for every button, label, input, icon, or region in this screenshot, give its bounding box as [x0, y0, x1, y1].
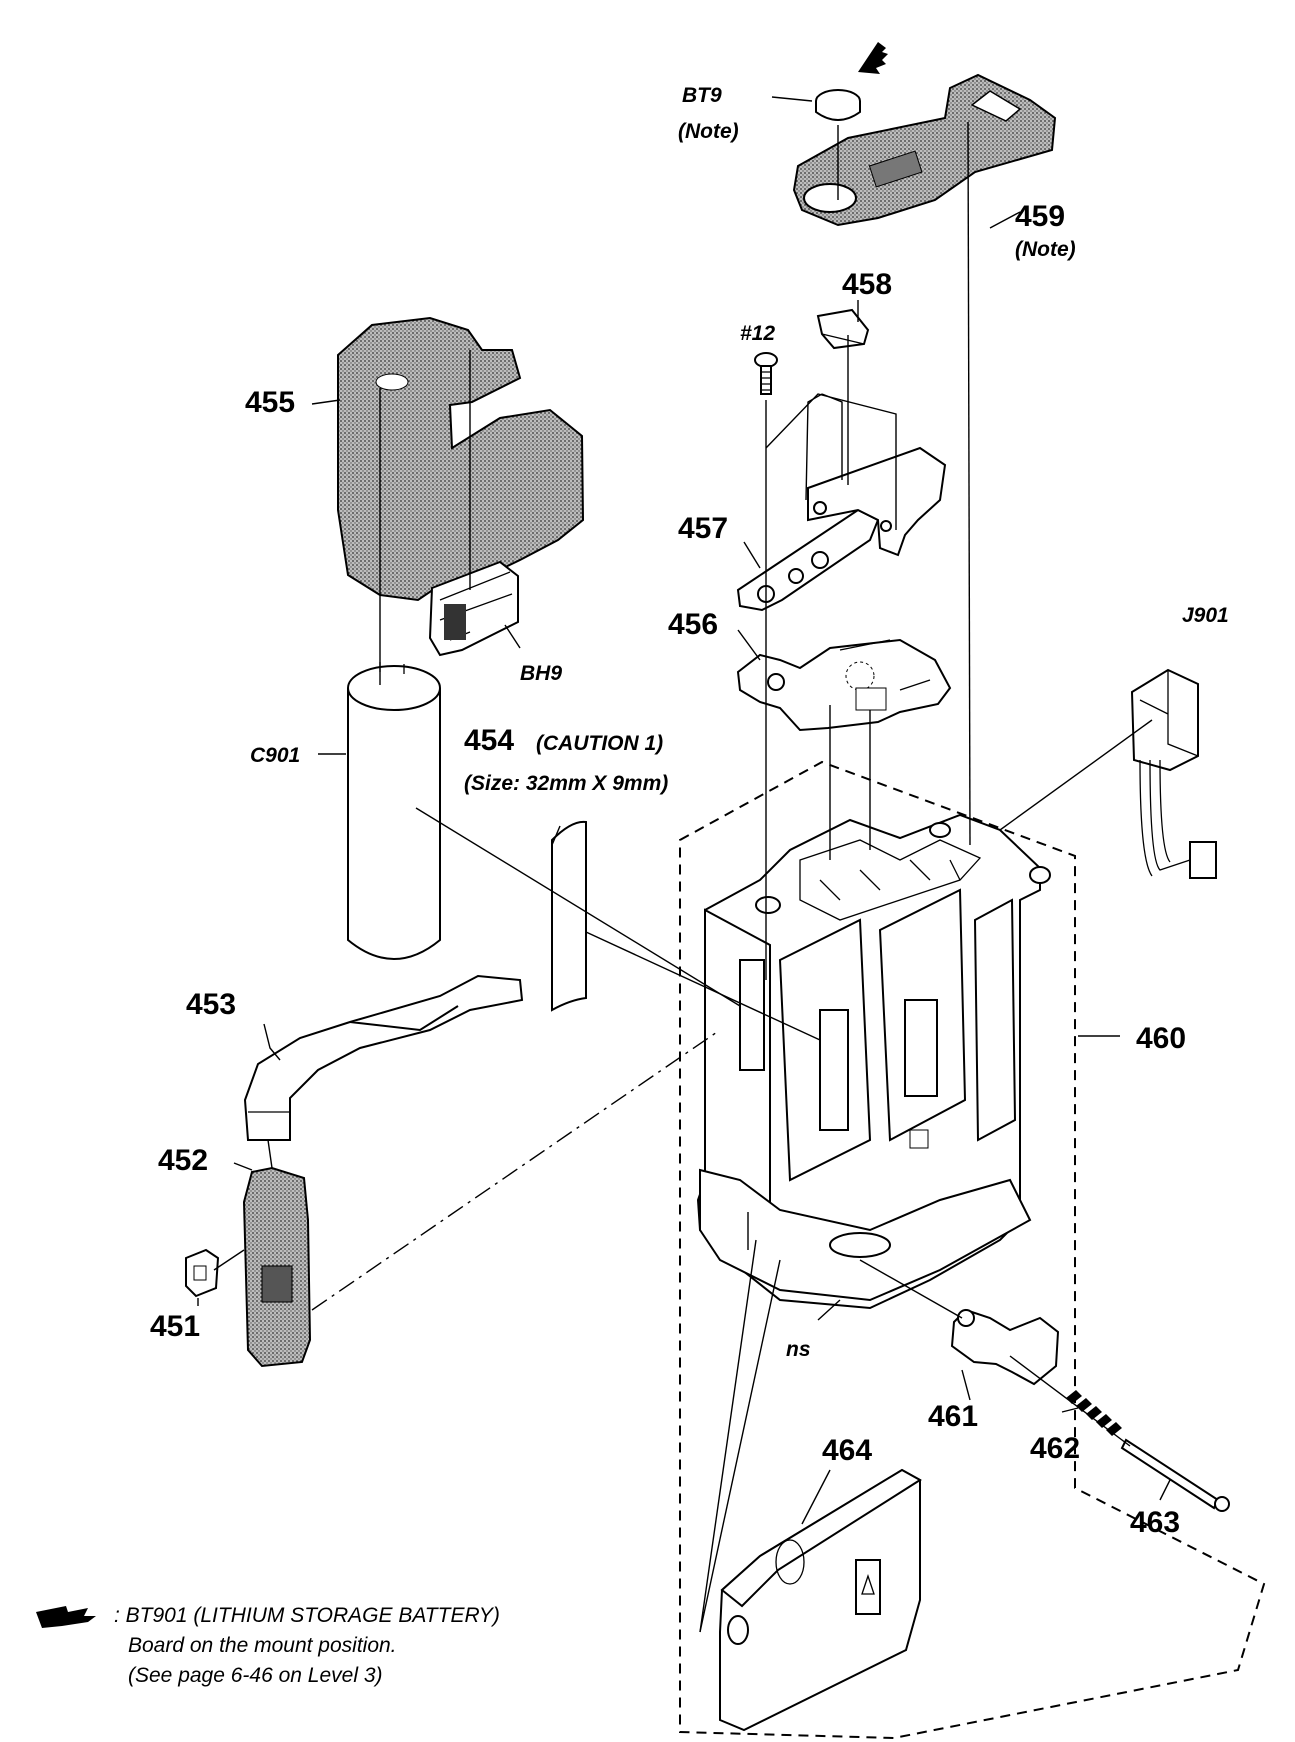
label-454: 454 [464, 724, 514, 757]
screw-12 [754, 352, 778, 395]
label-453: 453 [186, 988, 236, 1021]
chassis-group-outline [679, 760, 1266, 1740]
label-451: 451 [150, 1310, 200, 1343]
connector-j901 [1130, 668, 1217, 879]
label-ns: ns [786, 1338, 811, 1361]
label-464: 464 [822, 1434, 872, 1467]
label-bt9: BT9 [682, 84, 722, 107]
label-459: 459 [1015, 200, 1065, 233]
part-451 [185, 1248, 220, 1298]
flex-board-455 [337, 316, 585, 602]
footnote-line-3: (See page 6-46 on Level 3) [128, 1664, 383, 1687]
label-461: 461 [928, 1400, 978, 1433]
label-452: 452 [158, 1144, 208, 1177]
footnote-line-1: : BT901 (LITHIUM STORAGE BATTERY) [114, 1604, 500, 1627]
label-462: 462 [1030, 1432, 1080, 1465]
spring-462 [1066, 1390, 1122, 1436]
footnote: : BT901 (LITHIUM STORAGE BATTERY) Board … [36, 1604, 500, 1687]
label-bh9: BH9 [520, 662, 562, 685]
label-454-caution: (CAUTION 1) [536, 732, 663, 755]
sheet-454 [551, 820, 587, 1012]
label-459-note: (Note) [1015, 238, 1076, 261]
label-454-size: (Size: 32mm X 9mm) [464, 772, 668, 795]
label-460: 460 [1136, 1022, 1186, 1055]
pin-463 [1120, 1438, 1230, 1512]
label-458: 458 [842, 268, 892, 301]
battery-bt9 [815, 42, 888, 121]
label-bt9-note: (Note) [678, 120, 739, 143]
label-j901: J901 [1182, 604, 1229, 627]
label-screw-12: #12 [740, 322, 775, 345]
holder-bh9 [428, 560, 519, 657]
label-c901: C901 [250, 744, 300, 767]
label-456: 456 [668, 608, 718, 641]
part-458 [816, 308, 870, 350]
battery-mark-icon [36, 1606, 96, 1628]
leader-lines [197, 96, 1171, 1633]
door-464 [719, 1468, 922, 1732]
footnote-line-2: Board on the mount position. [128, 1634, 397, 1657]
capacitor-c901 [347, 662, 441, 960]
board-459 [792, 73, 1057, 227]
battery-mark-icon [858, 42, 888, 74]
label-463: 463 [1130, 1506, 1180, 1539]
chassis-460 [696, 813, 1051, 1310]
label-457: 457 [678, 512, 728, 545]
board-456 [736, 638, 952, 732]
board-452 [242, 1166, 312, 1368]
label-455: 455 [245, 386, 295, 419]
bracket-457 [736, 446, 947, 612]
flat-cable-453 [243, 974, 524, 1141]
lever-461 [950, 1308, 1060, 1386]
